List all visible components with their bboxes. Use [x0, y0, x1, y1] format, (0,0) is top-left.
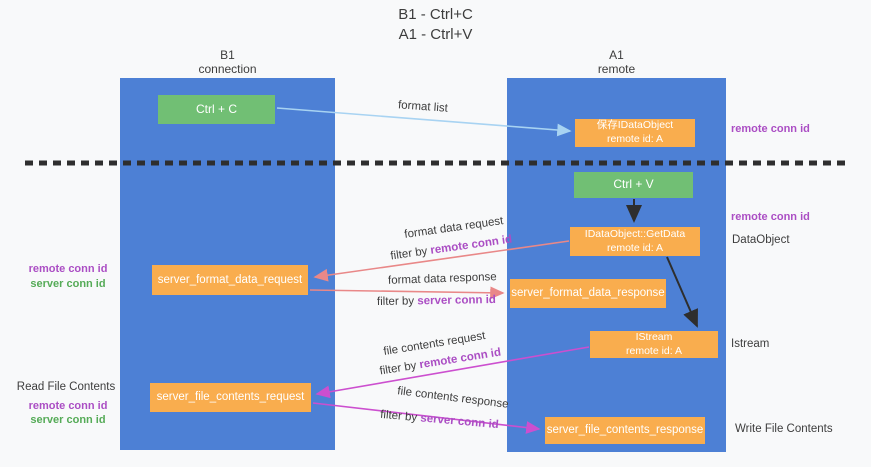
save-idataobject-line1: 保存IDataObject	[596, 119, 674, 132]
lane-a1-name: A1	[609, 48, 624, 62]
lane-b1-name: B1	[220, 48, 235, 62]
server-file-contents-request-label: server_file_contents_request	[156, 391, 305, 404]
left-server-conn-id-top: server conn id	[30, 278, 106, 290]
istream-node: IStream remote id: A	[590, 331, 718, 358]
idataobject-getdata-node: IDataObject::GetData remote id: A	[570, 227, 700, 256]
istream-line1: IStream	[635, 330, 673, 343]
format-data-response-arrow	[309, 286, 505, 300]
server-format-data-request-label: server_format_data_request	[157, 273, 303, 286]
right-remote-conn-id-mid: remote conn id	[731, 211, 810, 223]
getdata-line1: IDataObject::GetData	[584, 227, 686, 240]
format-list-arrow	[276, 107, 572, 137]
title-line-2: A1 - Ctrl+V	[398, 26, 473, 44]
filter-prefix: filter by	[376, 295, 418, 309]
ctrl-c-node: Ctrl + C	[158, 95, 275, 124]
left-remote-conn-id-top: remote conn id	[28, 263, 108, 275]
filter-server-conn-id-text: server conn id	[417, 293, 496, 308]
istream-line2: remote id: A	[625, 344, 683, 357]
format-data-request-arrow	[313, 240, 570, 282]
filter-by-server-conn-id-top-label: filter by server conn id	[377, 294, 496, 308]
right-write-file-contents-label: Write File Contents	[735, 423, 833, 435]
getdata-line2: remote id: A	[606, 241, 664, 254]
left-read-file-contents-label: Read File Contents	[16, 381, 116, 393]
server-format-data-response-label: server_format_data_response	[511, 287, 665, 300]
server-format-data-response-node: server_format_data_response	[510, 279, 666, 308]
ctrl-v-node: Ctrl + V	[574, 172, 693, 198]
right-dataobject-label: DataObject	[732, 234, 790, 246]
file-contents-request-arrow	[315, 346, 590, 399]
right-istream-label: Istream	[731, 338, 770, 350]
diagram-title: B1 - Ctrl+C A1 - Ctrl+V	[0, 5, 871, 46]
getdata-to-istream-arrow	[666, 256, 698, 328]
ctrl-c-label: Ctrl + C	[195, 101, 237, 116]
file-contents-response-arrow	[312, 402, 541, 434]
lane-header-b1: B1 connection	[120, 48, 335, 77]
lane-a1-sub: remote	[597, 62, 636, 77]
right-remote-conn-id-top: remote conn id	[731, 123, 810, 135]
save-idataobject-line2: remote id: A	[606, 133, 664, 145]
title-line-1: B1 - Ctrl+C	[398, 6, 473, 23]
server-file-contents-request-node: server_file_contents_request	[150, 383, 311, 412]
server-file-contents-response-node: server_file_contents_response	[545, 417, 705, 444]
save-idataobject-node: 保存IDataObject remote id: A	[575, 119, 695, 147]
left-remote-conn-id-bottom: remote conn id	[28, 400, 108, 412]
server-format-data-request-node: server_format_data_request	[152, 265, 308, 295]
left-server-conn-id-bottom: server conn id	[30, 414, 106, 426]
ctrl-v-label: Ctrl + V	[613, 177, 654, 192]
server-file-contents-response-label: server_file_contents_response	[546, 424, 704, 437]
lane-header-a1: A1 remote	[507, 48, 726, 77]
lane-b1-sub: connection	[198, 62, 257, 77]
